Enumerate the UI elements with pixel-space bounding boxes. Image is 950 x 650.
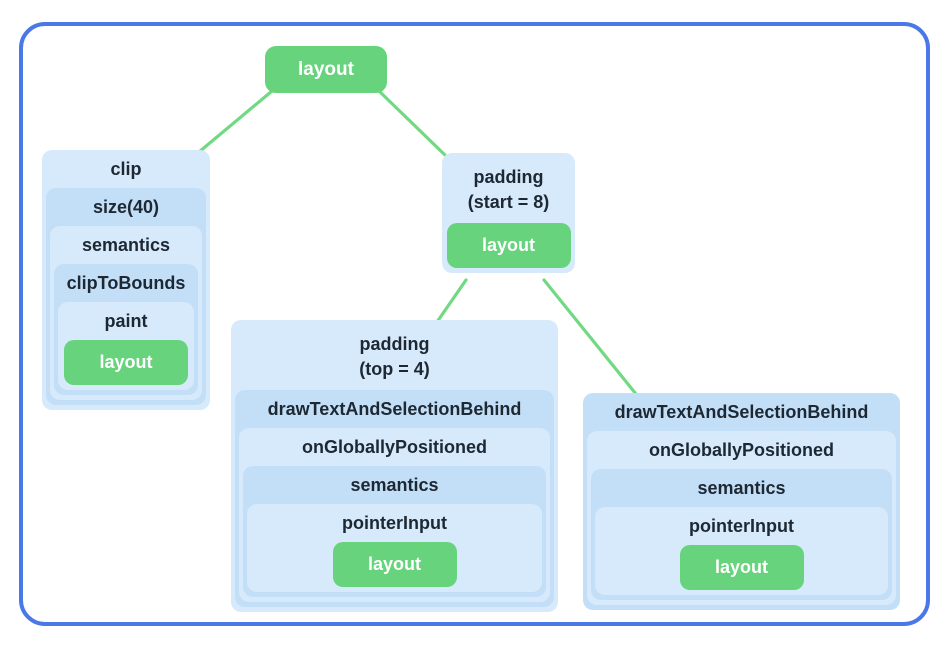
- tier-label-pointer-input-mid: pointerInput: [342, 513, 447, 533]
- tier-semantics: semantics clipToBounds paint layout: [50, 226, 202, 400]
- tier-draw-text-right: drawTextAndSelectionBehind onGloballyPos…: [583, 393, 900, 610]
- tier-size: size(40) semantics clipToBounds paint la…: [46, 188, 206, 405]
- tier-clip: clip size(40) semantics clipToBounds pai…: [42, 150, 210, 410]
- tier-on-globally-positioned-right: onGloballyPositioned semantics pointerIn…: [587, 431, 896, 605]
- tier-title-line1: padding: [473, 167, 544, 187]
- tier-label-clip-to-bounds: clipToBounds: [66, 273, 186, 293]
- tier-semantics-right: semantics pointerInput layout: [591, 469, 892, 600]
- tier-padding-top: padding (top = 4) drawTextAndSelectionBe…: [231, 320, 558, 612]
- tier-draw-text-mid: drawTextAndSelectionBehind onGloballyPos…: [235, 390, 554, 607]
- tier-title-line2: (top = 4): [359, 359, 430, 379]
- tier-label-semantics-mid: semantics: [350, 475, 439, 495]
- tier-clip-to-bounds: clipToBounds paint layout: [54, 264, 198, 395]
- tier-pointer-input-right: pointerInput layout: [595, 507, 888, 595]
- tier-on-globally-positioned-mid: onGloballyPositioned semantics pointerIn…: [239, 428, 550, 602]
- modifier-stack-padding-top: padding (top = 4) drawTextAndSelectionBe…: [231, 320, 558, 612]
- tier-title-padding-start: padding (start = 8): [446, 153, 571, 223]
- tier-label-pointer-input-right: pointerInput: [689, 516, 794, 536]
- tier-label-clip: clip: [110, 159, 142, 179]
- node-root-layout: layout: [265, 46, 387, 93]
- modifier-stack-clip: clip size(40) semantics clipToBounds pai…: [42, 150, 210, 410]
- tier-paint: paint layout: [58, 302, 194, 390]
- tier-title-line2: (start = 8): [467, 192, 550, 212]
- tier-pointer-input-mid: pointerInput layout: [247, 504, 542, 592]
- tier-label-draw-text-right: drawTextAndSelectionBehind: [614, 402, 869, 422]
- node-layout-leaf-padding-top: layout: [332, 542, 457, 587]
- tier-label-paint: paint: [104, 311, 148, 331]
- tier-label-semantics-right: semantics: [697, 478, 786, 498]
- node-layout-leaf-clip: layout: [64, 340, 188, 385]
- modifier-stack-drawtext: drawTextAndSelectionBehind onGloballyPos…: [583, 393, 900, 610]
- tier-label-semantics: semantics: [81, 235, 171, 255]
- tier-title-line1: padding: [359, 334, 430, 354]
- node-layout-leaf-drawtext: layout: [679, 545, 804, 590]
- diagram-frame-border: [19, 22, 930, 626]
- node-layout-leaf-padding-start: layout: [446, 223, 571, 268]
- tier-label-size: size(40): [92, 197, 160, 217]
- tier-label-draw-text-mid: drawTextAndSelectionBehind: [267, 399, 522, 419]
- tier-semantics-mid: semantics pointerInput layout: [243, 466, 546, 597]
- tier-title-padding-top: padding (top = 4): [235, 320, 554, 390]
- tier-label-on-globally-positioned-mid: onGloballyPositioned: [301, 437, 487, 457]
- tier-padding-start: padding (start = 8) layout: [442, 153, 575, 273]
- tier-label-on-globally-positioned-right: onGloballyPositioned: [648, 440, 834, 460]
- modifier-stack-padding-start: padding (start = 8) layout: [442, 153, 575, 273]
